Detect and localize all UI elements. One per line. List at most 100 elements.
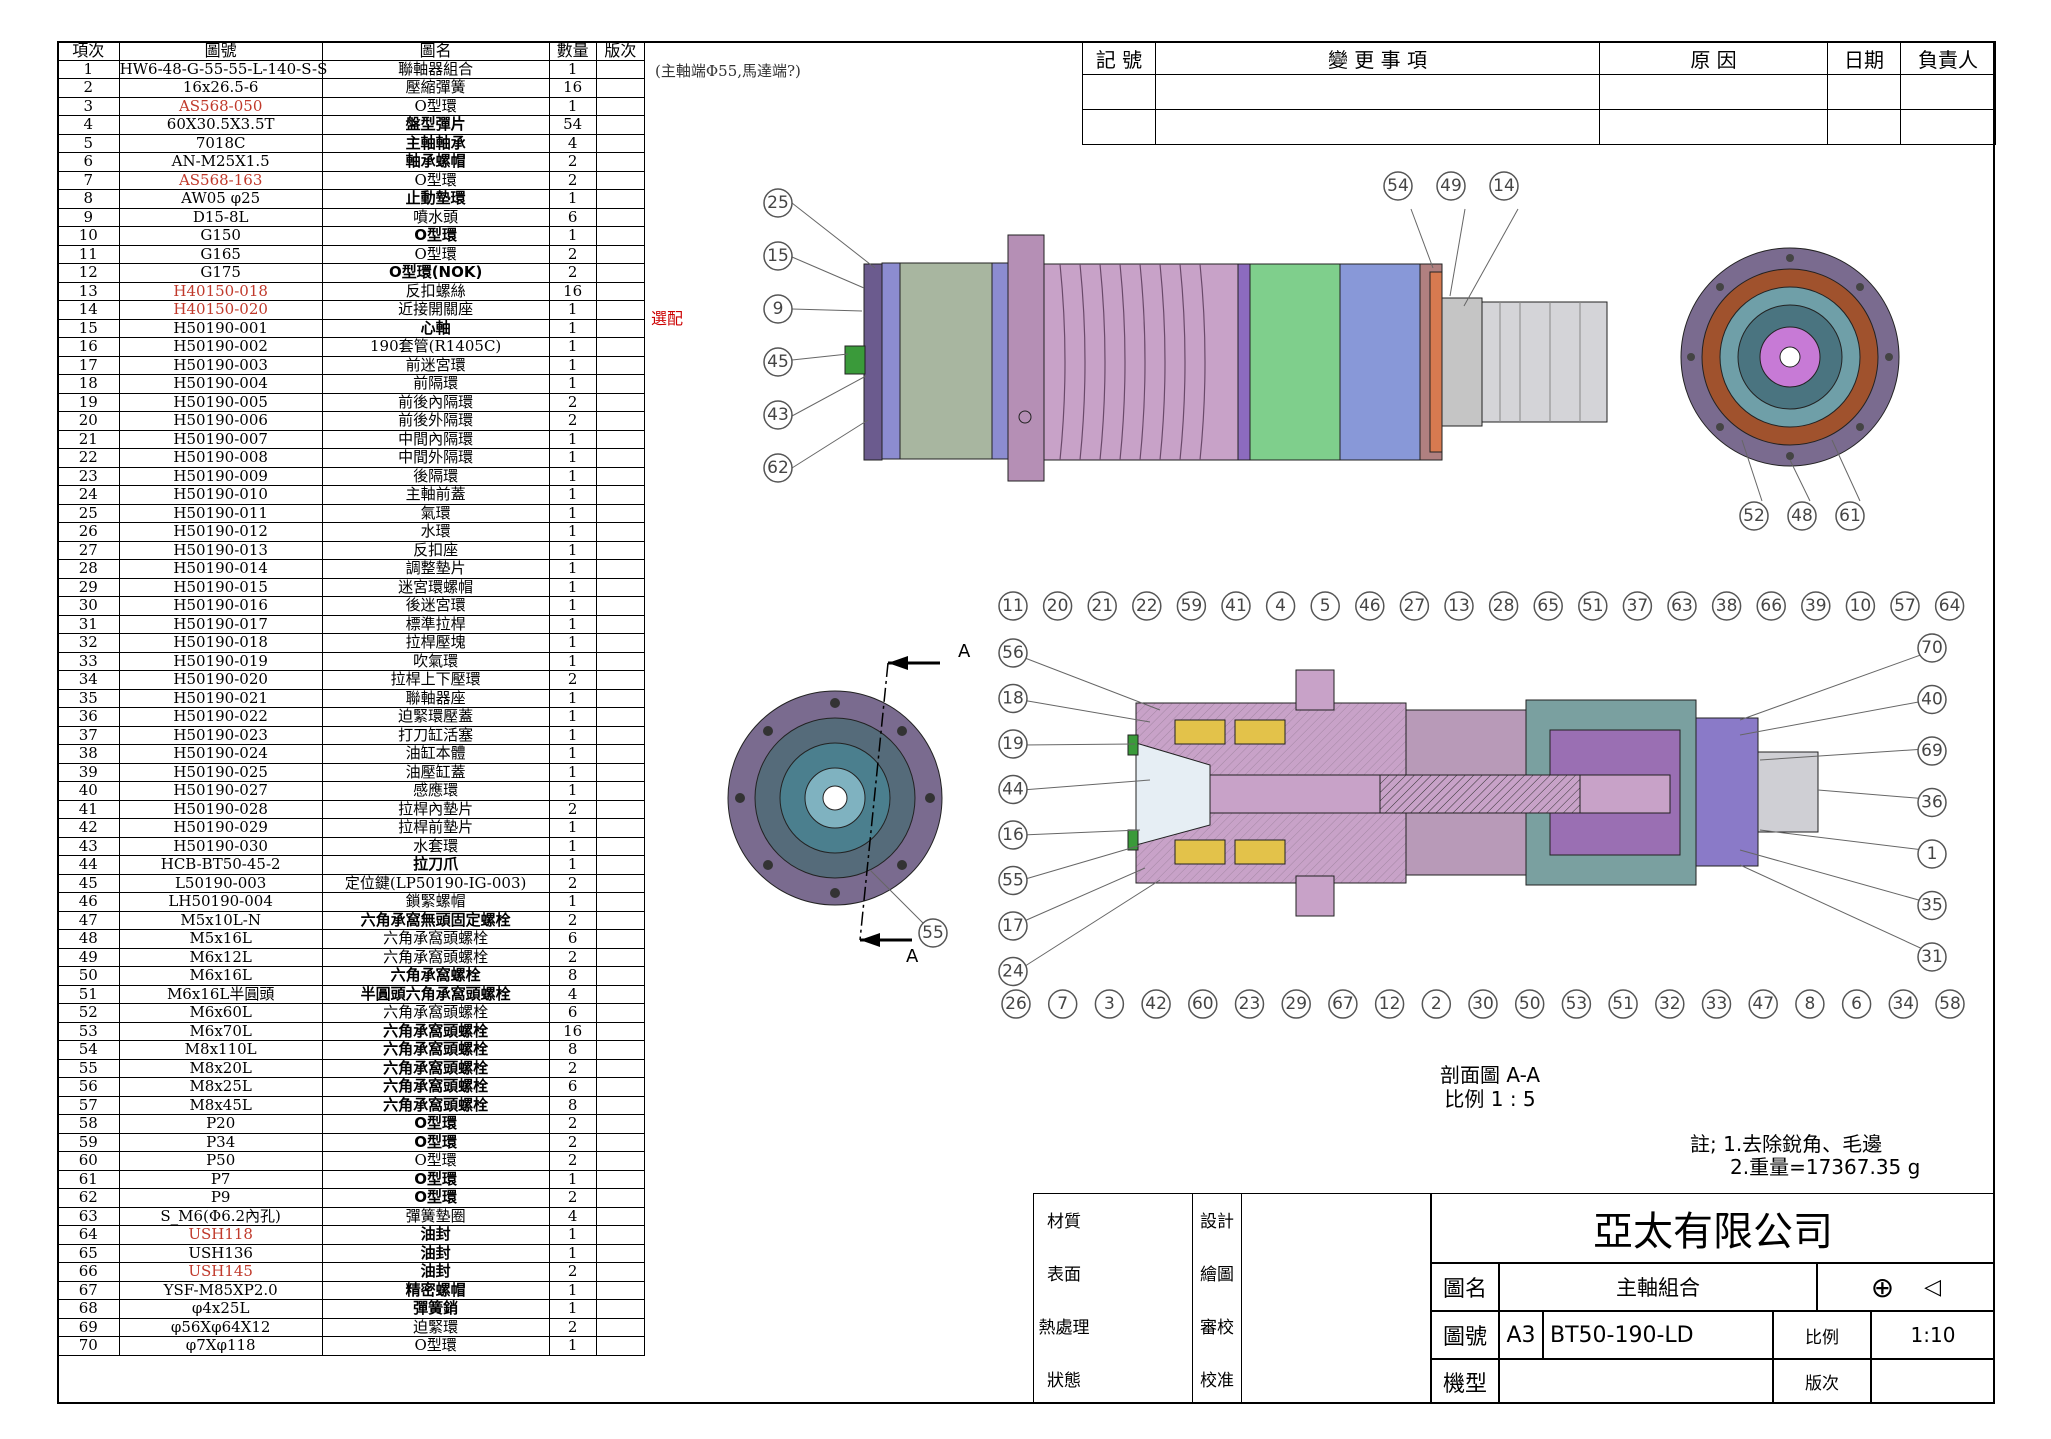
balloon-circle	[1094, 989, 1125, 1019]
bom-part-name: O型環(NOK)	[321, 263, 550, 283]
balloon-callout: 32	[1655, 989, 1685, 1019]
balloon-callout: 19	[998, 729, 1028, 759]
bom-part-name: 主軸軸承	[321, 133, 550, 153]
balloon-circle	[918, 918, 948, 948]
balloon-callout: 16	[998, 820, 1028, 850]
revision-label: 版次	[1773, 1359, 1871, 1404]
balloon-callout: 65	[1533, 591, 1563, 621]
balloon-number: 23	[1239, 994, 1261, 1014]
balloon-circle	[1890, 591, 1920, 621]
balloon-number: 52	[1743, 506, 1765, 526]
bom-item-no: 31	[57, 614, 120, 634]
balloon-circle	[1489, 171, 1519, 201]
bom-part-no: φ4x25L	[118, 1299, 323, 1319]
balloon-number: 31	[1921, 947, 1943, 967]
revision-value	[1871, 1359, 1995, 1404]
balloon-callout: 66	[1756, 591, 1786, 621]
balloon-circle	[998, 956, 1028, 987]
balloon-number: 3	[1104, 994, 1115, 1014]
balloon-circle	[1739, 501, 1769, 531]
balloon-circle	[1234, 989, 1265, 1019]
bom-part-no: USH145	[118, 1262, 323, 1282]
balloon-number: 7	[1057, 994, 1068, 1014]
balloon-callout: 6	[1841, 989, 1872, 1019]
balloon-number: 34	[1892, 994, 1914, 1014]
drawing-name-label: 圖名	[1431, 1263, 1499, 1311]
bom-part-no: H50190-012	[118, 522, 323, 542]
bom-part-no: H50190-029	[118, 818, 323, 838]
section-view-scale: 比例 1 : 5	[1444, 1087, 1536, 1111]
balloon-callout: 40	[1917, 684, 1947, 715]
balloon-circle	[1841, 989, 1872, 1019]
bom-part-name: 噴水頭	[321, 207, 550, 227]
bom-part-name: O型環	[321, 1151, 550, 1171]
balloon-circle	[998, 591, 1028, 621]
balloon-circle	[763, 241, 793, 271]
bom-qty: 4	[548, 133, 597, 153]
drawing-notes: 註; 1.去除銳角、毛邊 2.重量=17367.35 g	[1690, 1133, 1920, 1179]
bom-part-name: 前後外隔環	[321, 411, 550, 431]
bom-item-no: 30	[57, 596, 120, 616]
leader-lines	[791, 202, 1941, 969]
bom-item-no: 44	[57, 855, 120, 875]
balloon-callout: 41	[1221, 591, 1251, 621]
balloon-number: 48	[1791, 506, 1813, 526]
bom-part-no: G165	[118, 244, 323, 264]
balloon-circle	[1801, 591, 1831, 621]
bom-part-no: H50190-005	[118, 392, 323, 412]
balloon-circle	[1328, 989, 1358, 1019]
bom-rev	[595, 189, 646, 209]
spindle-side-view	[844, 234, 1608, 482]
balloon-callout: 8	[1795, 989, 1825, 1019]
approve-label: 校准	[1200, 1370, 1234, 1391]
balloon-number: 45	[767, 352, 789, 372]
bom-part-no: H50190-013	[118, 540, 323, 560]
balloon-callout: 51	[1578, 591, 1608, 621]
balloon-circle	[1748, 989, 1778, 1019]
balloon-circle	[1622, 591, 1653, 621]
bom-item-no: 38	[57, 744, 120, 764]
bom-rev	[595, 170, 646, 190]
balloon-circle	[1845, 591, 1876, 621]
balloon-number: 51	[1582, 596, 1604, 616]
balloon-circle	[1374, 989, 1405, 1019]
bom-part-no: M5x10L-N	[118, 910, 323, 930]
state-label: 狀態	[1047, 1370, 1081, 1391]
balloon-circle	[1468, 989, 1498, 1019]
balloon-circle	[1934, 591, 1965, 621]
bom-part-no: M8x110L	[118, 1040, 323, 1060]
balloon-circle	[1835, 501, 1865, 531]
balloon-callout: 47	[1748, 989, 1778, 1019]
balloon-number: 6	[1851, 994, 1862, 1014]
bom-item-no: 6	[57, 152, 120, 172]
balloon-callout: 26	[1001, 989, 1031, 1019]
bom-part-no: M8x25L	[118, 1077, 323, 1097]
section-view-title: 剖面圖 A-A	[1440, 1063, 1541, 1087]
balloon-number: 29	[1285, 994, 1307, 1014]
balloon-callout: 51	[1608, 989, 1638, 1019]
balloon-number: 26	[1005, 994, 1027, 1014]
spindle-end-note: (主軸端Φ55,馬達端?)	[655, 62, 801, 80]
title-block: 材質 表面 熱處理 狀態 設計 繪圖 審校 校准 亞太有限公司 圖名 主軸組合 …	[1033, 1193, 1995, 1404]
balloon-circle	[1935, 989, 1965, 1019]
bom-part-no: USH118	[118, 1225, 323, 1245]
balloon-circle	[1917, 736, 1947, 766]
balloon-callout: 4	[1265, 591, 1296, 621]
balloon-callout: 28	[1488, 591, 1519, 621]
bom-part-no: AW05 φ25	[118, 189, 323, 209]
balloon-circle	[763, 294, 793, 324]
balloon-callout: 30	[1468, 989, 1498, 1019]
bom-rev	[595, 226, 646, 246]
balloon-callout: 59	[1176, 591, 1207, 621]
